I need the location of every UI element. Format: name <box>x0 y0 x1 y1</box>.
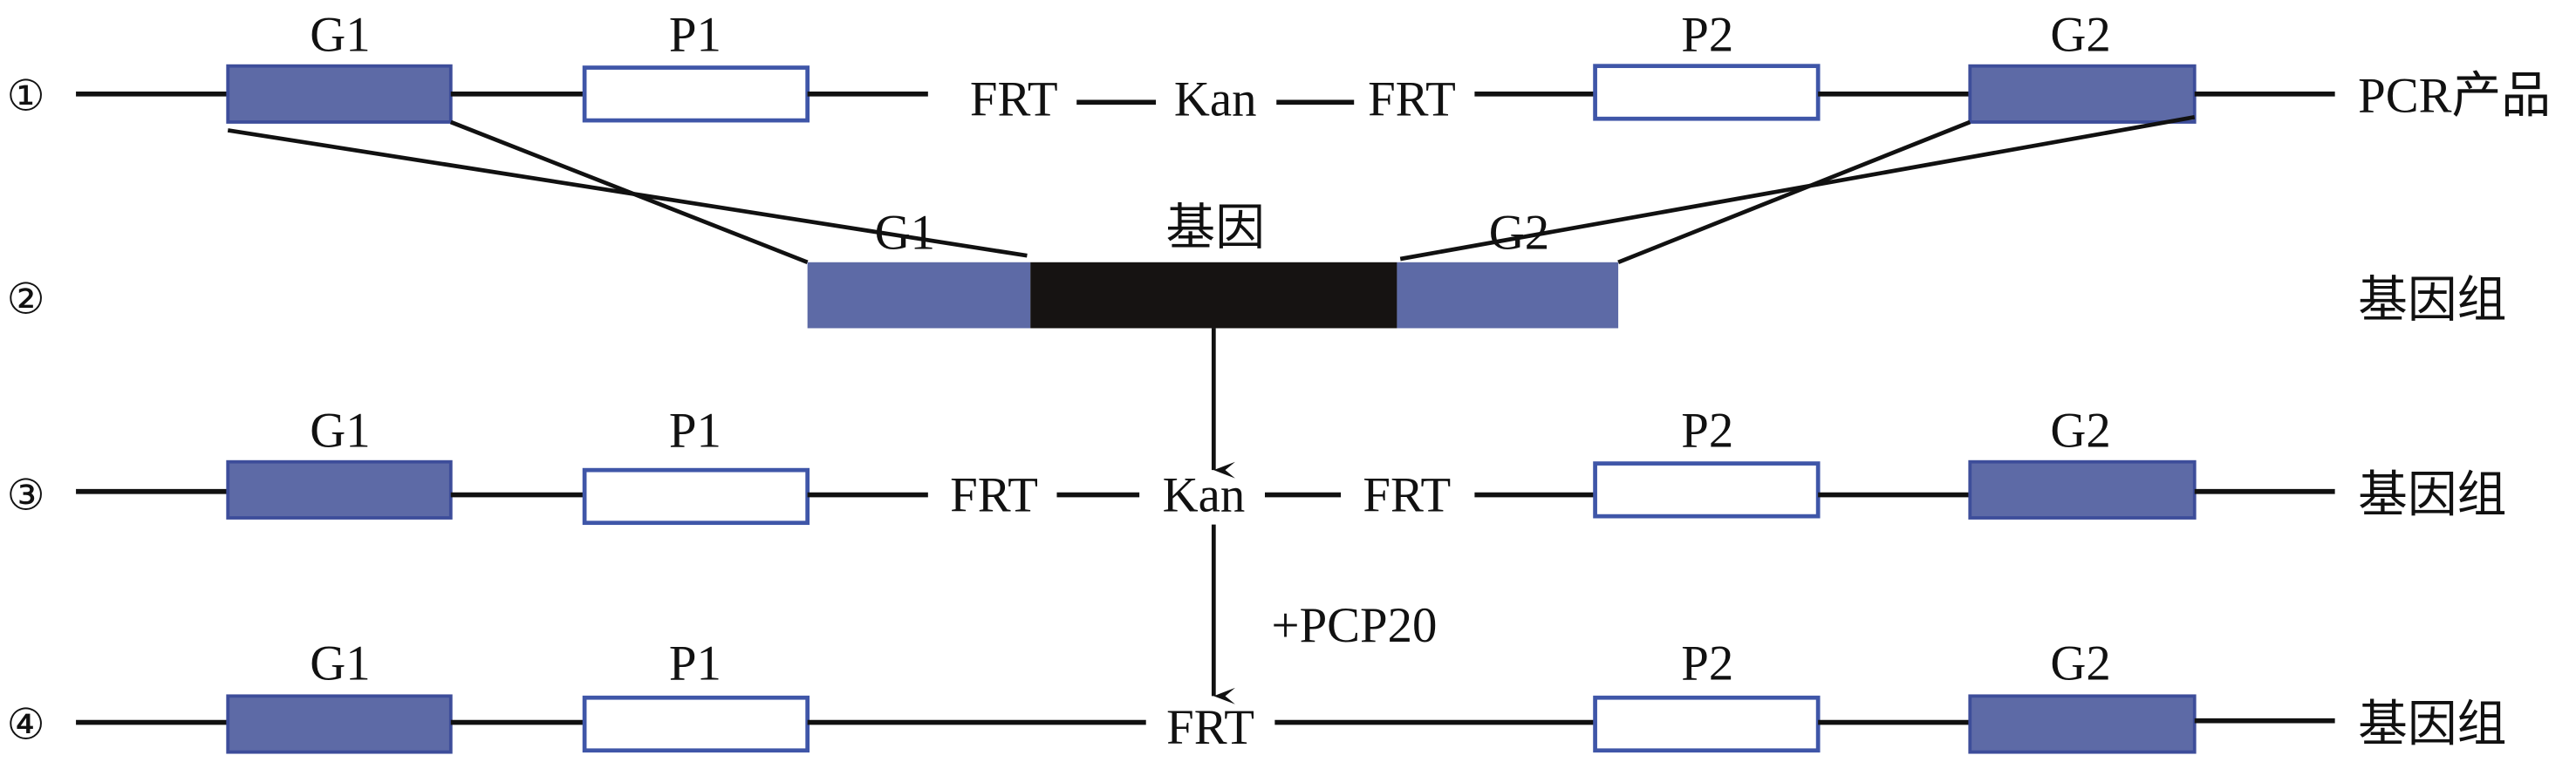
g2-label: G2 <box>2050 8 2110 63</box>
g1-label: G1 <box>310 404 370 459</box>
frt-right-label: FRT <box>1363 467 1451 522</box>
g1-homology-box <box>226 694 453 754</box>
row-2-genome: ② G1 基因 G2 基因组 <box>7 201 2506 329</box>
row-4-genome: ④ G1 P1 FRT P2 G2 基因组 <box>7 636 2507 755</box>
row-1-pcr-product: ① G1 P1 FRT Kan FRT P2 G2 PCR产品 <box>7 8 2551 127</box>
g2-genome-region <box>1397 262 1619 329</box>
p1-primer-box <box>582 695 810 753</box>
p2-label: P2 <box>1681 8 1733 63</box>
genome-label: 基因组 <box>2358 273 2506 328</box>
g1-homology-box <box>226 459 453 520</box>
kan-label: Kan <box>1163 467 1246 522</box>
g2-homology-box <box>1968 694 2197 754</box>
step-4-label: ④ <box>7 701 45 749</box>
genome-label: 基因组 <box>2358 697 2506 752</box>
g1-homology-box <box>226 64 453 124</box>
frt-left-label: FRT <box>950 467 1038 522</box>
g2-label: G2 <box>2050 404 2110 459</box>
g1-genome-region <box>807 262 1031 329</box>
frt-label: FRT <box>1166 700 1254 755</box>
crossover-line <box>1617 119 1971 264</box>
recombination-lines <box>227 114 2196 264</box>
crossover-line <box>227 128 1028 258</box>
g2-homology-box <box>1968 459 2197 520</box>
p2-label: P2 <box>1681 636 1733 691</box>
g1-label: G1 <box>310 636 370 691</box>
frt-right-label: FRT <box>1368 71 1456 126</box>
row-3-genome: ③ G1 P1 FRT Kan FRT P2 G2 基因组 <box>7 404 2506 526</box>
p2-primer-box <box>1593 695 1821 753</box>
p1-label: P1 <box>669 636 721 691</box>
kan-label: Kan <box>1174 71 1257 126</box>
p2-primer-box <box>1593 64 1821 121</box>
gene-label: 基因 <box>1165 201 1265 255</box>
step-1-label: ① <box>7 72 45 120</box>
p2-primer-box <box>1593 461 1821 519</box>
g2-label: G2 <box>1489 206 1549 261</box>
g1-label: G1 <box>310 8 370 63</box>
step-3-label: ③ <box>7 472 45 520</box>
step-2-label: ② <box>7 275 45 323</box>
pcr-product-label: PCR产品 <box>2358 69 2551 124</box>
p1-label: P1 <box>669 8 721 63</box>
p1-label: P1 <box>669 404 721 459</box>
g2-label: G2 <box>2050 636 2110 691</box>
g1-label: G1 <box>875 206 935 261</box>
g2-homology-box <box>1968 64 2197 124</box>
p1-primer-box <box>582 467 810 526</box>
p2-label: P2 <box>1681 404 1733 459</box>
p1-primer-box <box>582 65 810 123</box>
crossover-line <box>1399 114 2196 262</box>
frt-left-label: FRT <box>970 71 1058 126</box>
pcp20-label: +PCP20 <box>1272 598 1438 653</box>
target-gene-box <box>1030 262 1397 329</box>
genome-label: 基因组 <box>2358 467 2506 522</box>
